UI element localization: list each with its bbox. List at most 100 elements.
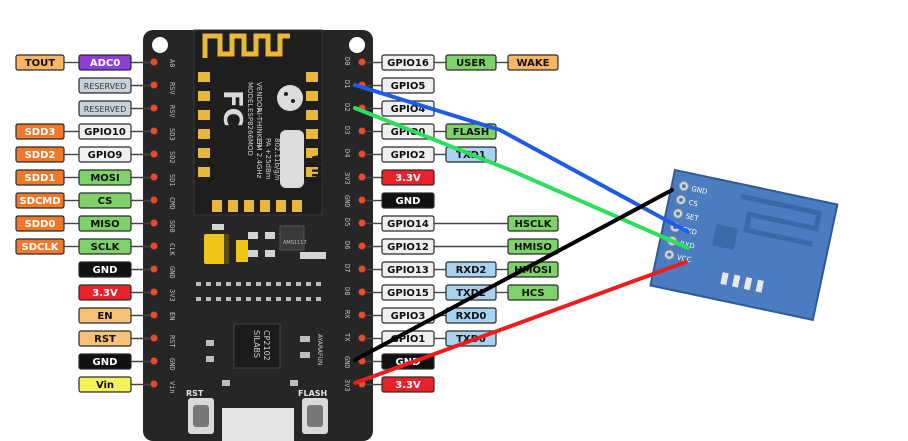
right-pin-name: D3 (343, 126, 351, 134)
left-outer-label-text: TOUT (25, 58, 55, 69)
left-inner-label-text: GND (93, 265, 118, 276)
left-outer-label: SDD3 (15, 123, 65, 140)
left-pin-name: RSV (168, 105, 176, 118)
right-col2-label-text: FLASH (453, 127, 490, 138)
right-gpio-label-text: GPIO12 (387, 242, 429, 253)
right-col2-label: FLASH (445, 123, 497, 140)
module-pin-label: GND (691, 185, 708, 196)
module-pin-label: VCC (676, 253, 692, 264)
right-col3-label-text: HCS (521, 288, 544, 299)
left-pin-dot (150, 196, 158, 204)
capacitor (204, 234, 228, 264)
left-outer-label: SDD0 (15, 215, 65, 232)
left-outer-label-text: SDD2 (25, 150, 56, 161)
wire-red (353, 260, 688, 385)
left-pin-dot (150, 357, 158, 365)
right-pin-name: D8 (343, 287, 351, 295)
left-outer-label: SDCLK (15, 238, 65, 255)
flash-button-label: FLASH (298, 389, 327, 398)
left-inner-label-text: GND (93, 357, 118, 368)
right-gpio-label: GPIO15 (381, 284, 435, 301)
left-pin-dot (150, 104, 158, 112)
espressif-logo-icon (277, 85, 303, 111)
left-pin-dot (150, 311, 158, 319)
right-col2-label-text: USER (456, 58, 486, 69)
left-outer-label-text: SDD3 (25, 127, 56, 138)
right-pin-name: TX (343, 333, 351, 342)
right-gpio-label: GPIO16 (381, 54, 435, 71)
module-pads (198, 72, 318, 212)
right-pin-dot (358, 150, 366, 158)
left-inner-label: RESERVED (78, 100, 132, 117)
left-inner-label: GPIO9 (78, 146, 132, 163)
left-pin-dot (150, 127, 158, 135)
module-pin-label: SET (685, 212, 700, 223)
left-pin-name: SD2 (168, 151, 176, 164)
right-pin-name: RX (343, 310, 351, 319)
right-gpio-label: GPIO5 (381, 77, 435, 94)
left-pin-dot (150, 380, 158, 388)
regulator-label: AMS1117 (283, 240, 307, 246)
right-col3-label: HSCLK (507, 215, 559, 232)
right-gpio-label-text: 3.3V (395, 380, 421, 391)
right-pin-name: D5 (343, 218, 351, 226)
left-pin-name: GND (168, 266, 176, 279)
right-gpio-label-text: GPIO3 (391, 311, 426, 322)
usb-connector (222, 408, 294, 441)
wire-blue (353, 83, 690, 234)
right-pin-name: D0 (343, 57, 351, 65)
chip-line-0: MODEL (246, 82, 254, 107)
pad-row (196, 282, 321, 301)
right-gpio-label: GPIO12 (381, 238, 435, 255)
right-pin-name: 3V3 (343, 172, 351, 185)
right-gpio-label-text: GPIO1 (391, 334, 426, 345)
left-pin-name: CLK (168, 243, 176, 256)
right-gpio-label-text: GND (396, 196, 421, 207)
right-pin-name: D1 (343, 80, 351, 88)
left-pin-dot (150, 58, 158, 66)
left-inner-label: SCLK (78, 238, 132, 255)
left-inner-label: MISO (78, 215, 132, 232)
chip-line-1: VENDOR (255, 82, 263, 112)
right-pin-dot (358, 127, 366, 135)
left-inner-label-text: SCLK (91, 242, 121, 253)
right-col2-label-text: RXD0 (456, 311, 487, 322)
right-pin-dot (358, 173, 366, 181)
left-pin-dot (150, 265, 158, 273)
left-pin-dot (150, 334, 158, 342)
module-bottom-pads (720, 272, 764, 293)
left-pin-labels: TOUTSDD3SDD2SDD1SDCMDSDD0SDCLKADC0RESERV… (15, 54, 150, 393)
usb-chip-line-0: SILABS (252, 330, 261, 358)
right-gpio-label: GPIO13 (381, 261, 435, 278)
right-col3-label: HMISO (507, 238, 559, 255)
left-pin-name: A0 (168, 59, 176, 67)
left-inner-label: 3.3V (78, 284, 132, 301)
left-pin-name: GND (168, 358, 176, 371)
module-antenna (740, 193, 823, 247)
left-inner-label: GND (78, 353, 132, 370)
left-inner-label: RST (78, 330, 132, 347)
fc-mark: FC (217, 90, 247, 127)
right-pin-dot (358, 196, 366, 204)
right-pin-name: D7 (343, 264, 351, 272)
wires (353, 83, 690, 385)
module-pin-label: CS (688, 199, 699, 209)
right-gpio-label-text: GPIO16 (387, 58, 429, 69)
chip-vendor: AI-THINKER (255, 108, 263, 148)
left-inner-label: MOSI (78, 169, 132, 186)
left-pin-name: 3V3 (168, 289, 176, 302)
right-pin-dot (358, 242, 366, 250)
chip-line-4: 802.11b/g/n (273, 138, 281, 181)
left-pin-name: SD0 (168, 220, 176, 233)
left-pin-dot (150, 150, 158, 158)
regulator (279, 225, 305, 251)
right-pin-name: D2 (343, 103, 351, 111)
right-gpio-label-text: 3.3V (395, 173, 421, 184)
left-inner-label-text: Vin (96, 380, 114, 391)
wifi-logo-icon (280, 130, 304, 188)
chip-model: ESP8266MOD (246, 108, 254, 156)
rst-button-label: RST (186, 389, 204, 398)
module-pin-label: RXD (679, 240, 695, 251)
